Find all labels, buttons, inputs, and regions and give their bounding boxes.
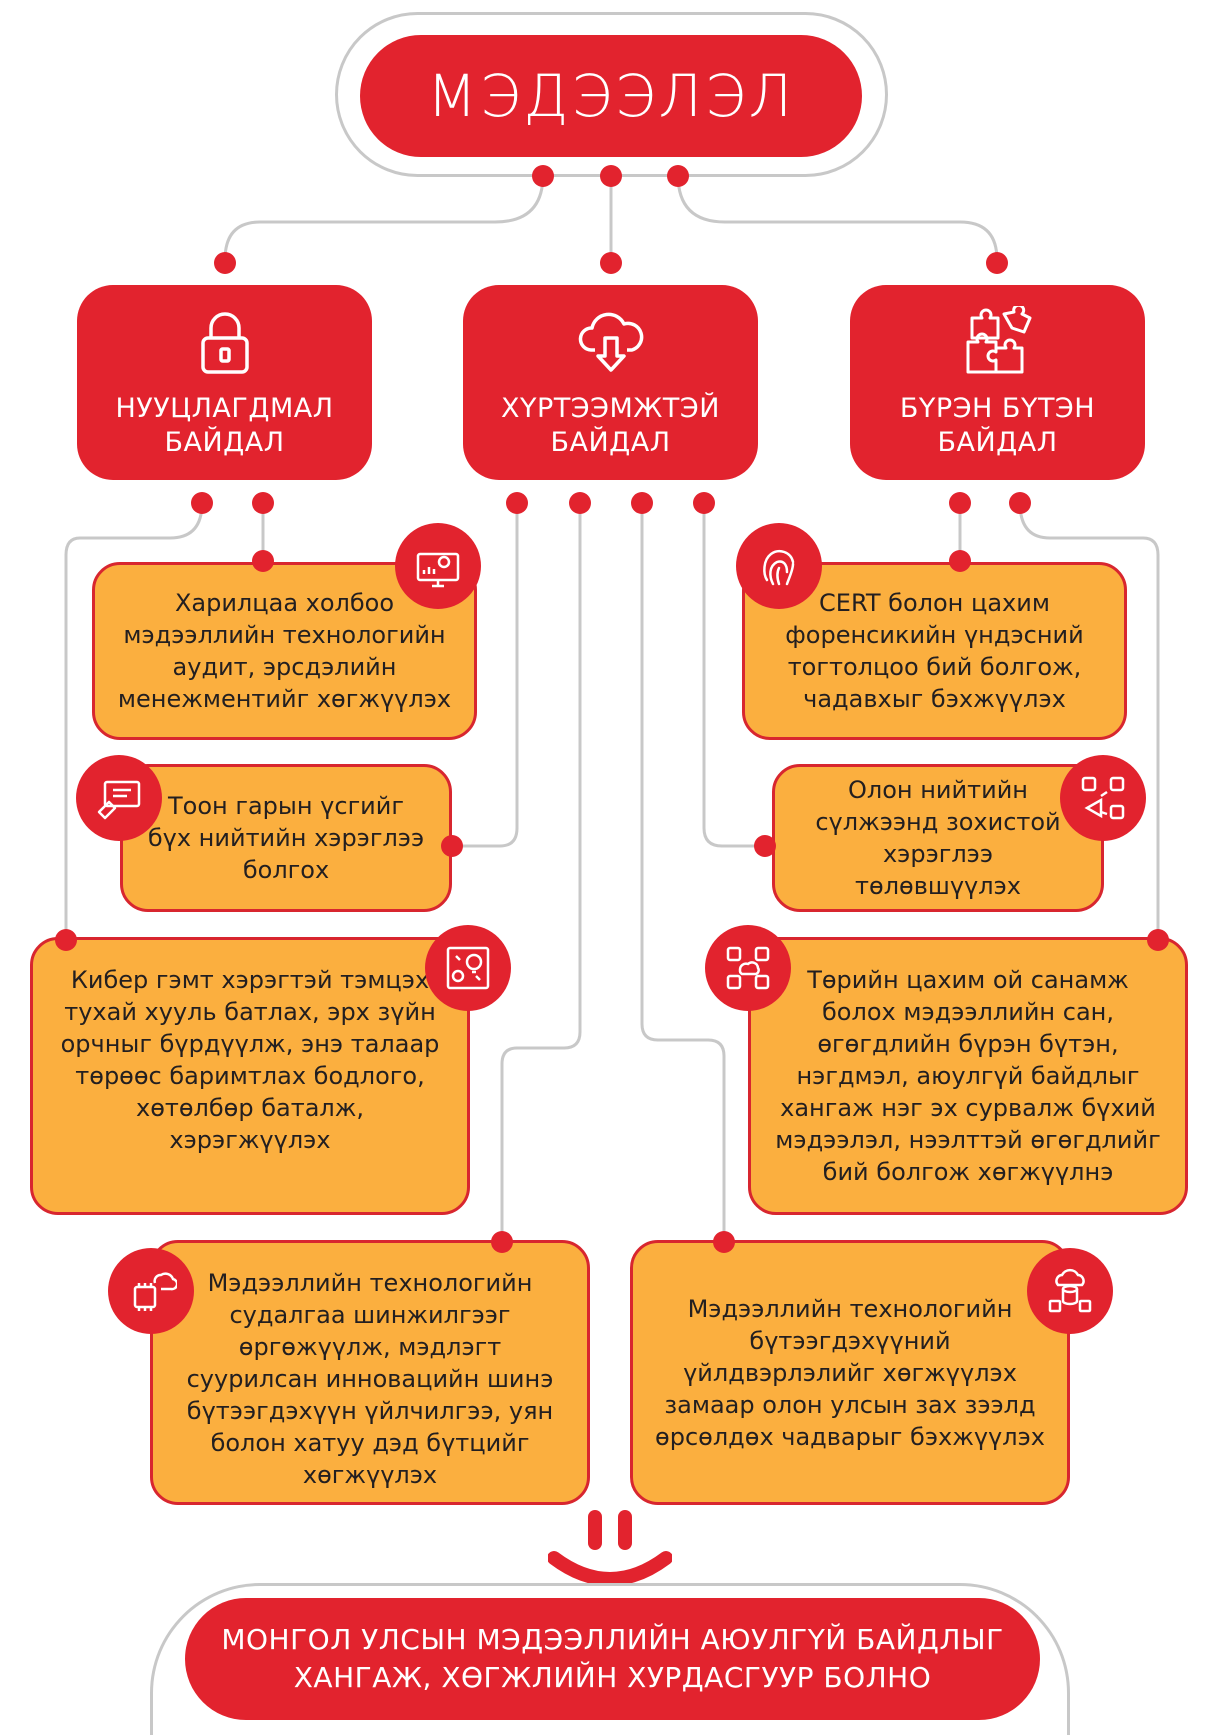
connector-dot <box>214 252 236 274</box>
footer-line1: МОНГОЛ УЛСЫН МЭДЭЭЛЛИЙН АЮУЛГҮЙ БАЙДЛЫГ <box>221 1623 1004 1656</box>
connector-dot <box>191 492 213 514</box>
card-badge <box>705 925 791 1011</box>
card-text: Мэдээллийн технологийн бүтээгдэхүүний үй… <box>655 1294 1045 1451</box>
connector-dot <box>949 550 971 572</box>
idea-gear-icon <box>446 946 490 990</box>
connector-dot <box>491 1231 513 1253</box>
connector-dot <box>1009 492 1031 514</box>
connector-dot <box>949 492 971 514</box>
social-media-icon <box>1081 776 1125 820</box>
network-cloud-icon <box>726 946 770 990</box>
card-social-media: Олон нийтийн сүлжээнд зохистой хэрэглээ … <box>772 764 1104 912</box>
card-badge <box>1060 755 1146 841</box>
connector-dot <box>713 1231 735 1253</box>
connector-dot <box>252 492 274 514</box>
connector-dot <box>252 550 274 572</box>
card-state-data: Төрийн цахим ой санамж болох мэдээллийн … <box>748 937 1188 1215</box>
connector-dot <box>1147 929 1169 951</box>
footer-box: МОНГОЛ УЛСЫН МЭДЭЭЛЛИЙН АЮУЛГҮЙ БАЙДЛЫГ … <box>185 1598 1040 1720</box>
settings-monitor-icon <box>416 552 460 588</box>
card-text: Төрийн цахим ой санамж болох мэдээллийн … <box>775 966 1161 1186</box>
card-badge <box>736 523 822 609</box>
header-title-box: МЭДЭЭЛЭЛ <box>360 35 862 157</box>
footer-line2: ХАНГАЖ, ХӨГЖЛИЙН ХУРДАСГУУР БОЛНО <box>293 1661 932 1694</box>
card-audit: Харилцаа холбоо мэдээллийн технологийн а… <box>92 562 477 740</box>
cloud-download-icon <box>578 312 643 372</box>
card-text: Кибер гэмт хэрэгтэй тэмцэх тухай хууль б… <box>60 966 440 1154</box>
padlock-icon <box>200 311 249 374</box>
card-text: CERT болон цахим форенсикийн үндэсний то… <box>785 589 1084 713</box>
card-badge <box>76 755 162 841</box>
connector-dot <box>441 835 463 857</box>
connector-dot <box>55 929 77 951</box>
card-text: Харилцаа холбоо мэдээллийн технологийн а… <box>117 589 452 713</box>
connector-dot <box>631 492 653 514</box>
pillar-title-line2: БАЙДАЛ <box>164 426 285 458</box>
connector-dot <box>693 492 715 514</box>
connector-dot <box>754 835 776 857</box>
connector-dot <box>506 492 528 514</box>
connector-dot <box>986 252 1008 274</box>
card-it-products: Мэдээллийн технологийн бүтээгдэхүүний үй… <box>630 1240 1070 1505</box>
digital-signature-icon <box>97 780 141 820</box>
page-title: МЭДЭЭЛЭЛ <box>426 62 796 130</box>
pillar-integrity: БҮРЭН БҮТЭН БАЙДАЛ <box>850 285 1145 480</box>
connector-dot <box>667 165 689 187</box>
connector-dot <box>532 165 554 187</box>
connector-dot <box>600 252 622 274</box>
card-badge <box>425 925 511 1011</box>
card-research-innovation: Мэдээллийн технологийн судалгаа шинжилгэ… <box>150 1240 590 1505</box>
chip-cloud-icon <box>133 1272 177 1311</box>
pillar-availability: ХҮРТЭЭМЖТЭЙ БАЙДАЛ <box>463 285 758 480</box>
double-chevron-down-icon <box>548 1510 672 1586</box>
pillar-title-line1: БҮРЭН БҮТЭН <box>899 392 1096 424</box>
card-cybercrime-law: Кибер гэмт хэрэгтэй тэмцэх тухай хууль б… <box>30 937 470 1215</box>
connector-dot <box>600 165 622 187</box>
connector-dot <box>569 492 591 514</box>
fingerprint-icon <box>763 550 795 586</box>
card-badge <box>395 523 481 609</box>
card-badge <box>1027 1248 1113 1334</box>
pillar-title-line1: ХҮРТЭЭМЖТЭЙ <box>501 392 720 424</box>
card-digital-signature: Тоон гарын үсгийг бүх нийтийн хэрэглээ б… <box>120 764 452 912</box>
cloud-database-icon <box>1048 1268 1092 1313</box>
pillar-title-line2: БАЙДАЛ <box>937 426 1058 458</box>
card-text: Мэдээллийн технологийн судалгаа шинжилгэ… <box>186 1269 554 1489</box>
pillar-confidentiality: НУУЦЛАГДМАЛ БАЙДАЛ <box>77 285 372 480</box>
pillar-title-line2: БАЙДАЛ <box>550 426 671 458</box>
card-text: Тоон гарын үсгийг бүх нийтийн хэрэглээ б… <box>147 792 425 884</box>
puzzle-icon <box>966 305 1031 373</box>
card-text: Олон нийтийн сүлжээнд зохистой хэрэглээ … <box>815 776 1061 900</box>
card-badge <box>108 1248 194 1334</box>
pillar-title-line1: НУУЦЛАГДМАЛ <box>115 392 334 424</box>
